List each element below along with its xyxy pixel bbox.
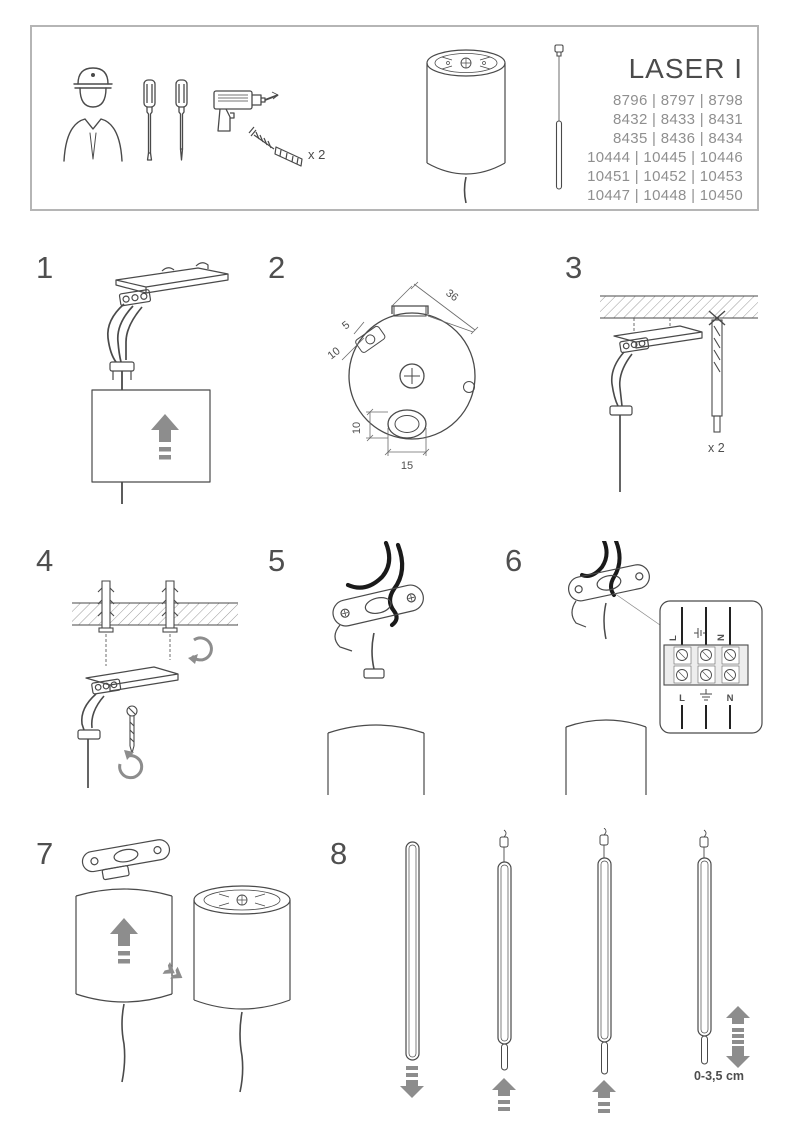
step-1-number: 1 [36,250,54,285]
terminal-label-neutral-top: N [716,634,727,641]
dimension-label-tab-depth: 5 [340,319,352,332]
ceiling [600,295,758,319]
terminal-wires-top [681,607,731,645]
step-3-illustration: x 2 [600,295,758,492]
step-8-illustration: 0-3,5 cm [400,828,750,1113]
terminal-wires-bottom [681,705,731,729]
step-3-number: 3 [565,250,583,285]
inner-rod [701,1035,708,1065]
pendant-tube [597,828,612,1075]
terminal-label-live-top: L [668,635,679,641]
wall-plug [97,580,115,666]
mounting-bracket [332,584,424,679]
down-arrow-icon [400,1066,424,1098]
step-4-illustration [72,580,238,788]
inner-rod [501,1043,508,1071]
step-7-number: 7 [36,836,54,871]
terminal-block [118,289,152,307]
step-1-illustration [91,262,229,504]
screwdrivers-icon [143,79,188,161]
dimension-label-slot-length: 10 [326,345,343,362]
dimension-label-plate-width: 36 [443,287,460,304]
side-hole [463,381,475,393]
terminal-block [663,644,749,686]
open-lamp-assembly [75,839,173,1083]
plug-quantity-label: x 2 [308,147,326,162]
lamp-body [565,719,647,795]
up-arrow-icon [110,918,138,964]
product-code-line: 8435 | 8436 | 8434 [613,130,743,147]
pendant-tube [405,841,420,1061]
pendant-lamp-icon [554,44,564,190]
product-code-line: 8796 | 8797 | 8798 [613,92,743,109]
dimension-lines [341,281,479,456]
product-title: LASER I [628,53,743,84]
adjust-range-label: 0-3,5 cm [694,1069,744,1083]
mains-cable [345,541,405,628]
center-screw [399,363,425,389]
up-arrow-icon [151,414,179,460]
up-arrow-icon [592,1080,616,1113]
product-code-line: 10451 | 10452 | 10453 [587,168,743,185]
earth-symbol-icon [700,689,712,701]
product-code-line: 8432 | 8433 | 8431 [613,111,743,128]
junction-box [91,389,211,483]
pendant-tube [697,829,712,1065]
drill-bit [711,319,723,433]
step-5-illustration [327,541,425,795]
wall-plug-icon [248,126,303,167]
mains-cable [580,541,622,597]
step-4-number: 4 [36,543,54,578]
retainer-hook [334,624,353,652]
dimension-label-keyhole-height: 10 [351,422,363,434]
mounting-bracket [568,564,650,640]
product-codes: 8796 | 8797 | 8798 8432 | 8433 | 8431 84… [587,91,743,205]
callout-leader [613,592,661,626]
closed-lamp-assembly [193,885,291,1093]
dimension-label-keyhole-width: 15 [401,460,413,472]
screw [126,705,138,756]
cable-clamp [109,361,135,372]
rotate-arrow-icon [188,636,213,664]
rotate-arrow-icon [118,750,144,780]
terminal-label-live-bottom: L [679,693,685,704]
step-2-number: 2 [268,250,286,285]
drill-icon [213,90,279,132]
pendant-tube [497,829,512,1071]
mounting-plate-top-view [348,305,476,440]
step-6-illustration: L N L N [565,541,763,795]
up-arrow-icon [492,1078,516,1111]
title-block: LASER I 8796 | 8797 | 8798 8432 | 8433 |… [587,53,743,205]
header-box: x 2 [30,25,759,211]
mounting-bracket [609,318,703,492]
mounting-bracket [91,262,229,504]
step-8-number: 8 [330,836,348,871]
earth-symbol-icon [694,628,705,638]
double-arrow-icon [726,1006,750,1068]
step-6-number: 6 [505,543,523,578]
mounting-bracket [77,666,179,788]
cable-clamp [363,668,385,679]
installer-icon [63,67,123,162]
step-7-illustration [75,839,291,1093]
keyhole-slot [387,409,427,439]
step-2-illustration: 36 5 10 10 15 [326,281,479,472]
step-5-number: 5 [268,543,286,578]
drill-quantity-label: x 2 [708,441,725,455]
side-slot [355,325,386,353]
inner-rod [601,1041,608,1075]
product-code-line: 10447 | 10448 | 10450 [587,187,743,204]
ceiling [72,602,238,626]
terminal-label-neutral-bottom: N [727,693,734,704]
rotate-arrow-icon [162,962,183,979]
terminal-block [101,865,130,881]
wires [106,303,143,363]
product-code-line: 10444 | 10445 | 10446 [587,149,743,166]
lamp-body [327,724,425,795]
wall-plug [161,580,179,660]
ceiling-lamp-icon [426,49,506,204]
